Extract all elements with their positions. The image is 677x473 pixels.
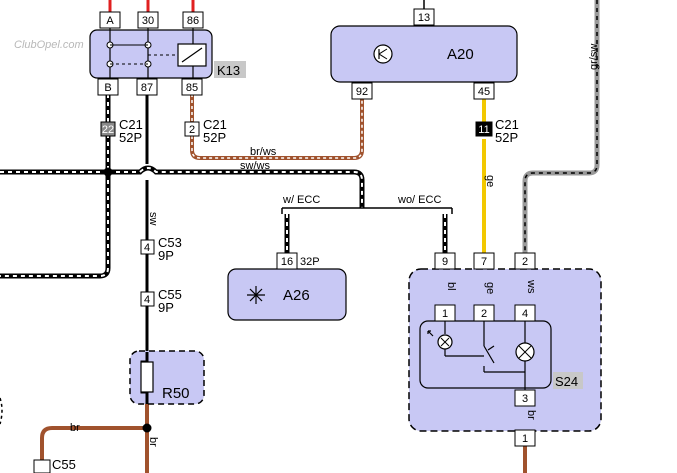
red-wires <box>108 0 195 12</box>
c21-left-name: C21 <box>119 117 143 132</box>
label-ge: ge <box>484 175 496 187</box>
relay-k13 <box>89 28 213 80</box>
relay-pin-87: 87 <box>141 82 153 94</box>
s24-inner-pin-4: 4 <box>522 308 528 320</box>
label-bl: bl <box>445 282 457 291</box>
resistor-r50: R50 <box>129 350 205 405</box>
label-br: br <box>70 422 80 434</box>
s24-pins-inner: 1 2 4 <box>434 304 536 322</box>
label-sw-ws: sw/ws <box>240 160 270 172</box>
connector-c53: 4 C53 9P <box>140 235 182 263</box>
c53-pin: 4 <box>144 242 150 254</box>
r50-name: R50 <box>162 385 190 402</box>
c53-size: 9P <box>158 248 174 263</box>
s24-pin-7: 7 <box>481 256 487 268</box>
wire-br-r50 <box>40 404 149 473</box>
c21-left-size: 52P <box>119 130 142 145</box>
c21-mid-pin: 2 <box>189 124 195 136</box>
relay-name: K13 <box>217 63 240 78</box>
junction-dot <box>103 167 113 177</box>
label-with-ecc: w/ ECC <box>282 194 320 206</box>
s24-inner-pin-1: 1 <box>442 308 448 320</box>
relay-pin-a: A <box>106 15 114 27</box>
ecc-split <box>281 207 453 253</box>
c21-left-pin: 22 <box>102 124 114 136</box>
wire-gr-sw <box>522 0 600 253</box>
connector-c55: 4 C55 9P <box>140 287 182 315</box>
relay-pins-top: A 30 86 <box>99 11 204 29</box>
c55-size: 9P <box>158 300 174 315</box>
c55-pin: 4 <box>144 294 150 306</box>
antenna-icon <box>247 286 265 304</box>
c21-right-size: 52P <box>495 130 518 145</box>
connector-c21-left: 22 C21 52P <box>100 117 143 145</box>
relay-pin-30: 30 <box>142 15 154 27</box>
relay-pin-85: 85 <box>186 82 198 94</box>
relay-pin-86: 86 <box>187 15 199 27</box>
s24-pin-2: 2 <box>522 256 528 268</box>
s24-name: S24 <box>555 374 578 389</box>
s24-pin-1: 1 <box>522 433 528 445</box>
c21-right-name: C21 <box>495 117 519 132</box>
relay-pin-b: B <box>104 82 111 94</box>
transistor-icon <box>373 44 393 64</box>
label-sw: sw <box>147 212 159 226</box>
c55-name: C55 <box>158 287 182 302</box>
s24-pin-9: 9 <box>442 256 448 268</box>
a20-pin-13: 13 <box>418 12 430 24</box>
switch-contact-icon <box>483 345 495 364</box>
wire-br-ws <box>190 94 364 160</box>
wire-relay-b-sw-ws <box>0 94 111 279</box>
c53-name: C53 <box>158 235 182 250</box>
module-a20: A20 <box>330 25 518 83</box>
c55-bottom-name: C55 <box>52 457 76 472</box>
label-br-s24: br <box>525 410 537 420</box>
a26-name: A26 <box>283 287 310 304</box>
label-ws: ws <box>525 279 537 294</box>
relay-label-bg <box>214 61 246 78</box>
junction-dot-br <box>142 423 152 433</box>
a26-pin: 16 <box>281 256 293 268</box>
connector-c55-bottom: C55 <box>33 457 76 473</box>
c21-mid-name: C21 <box>203 117 227 132</box>
a20-pin-92: 92 <box>356 86 368 98</box>
label-br-ws: br/ws <box>250 146 277 158</box>
label-br-r50: br <box>147 437 159 447</box>
switch-s24: S24 <box>408 268 602 432</box>
c21-right-pin: 11 <box>478 124 489 136</box>
label-without-ecc: wo/ ECC <box>397 194 441 206</box>
a20-pin-45: 45 <box>478 86 490 98</box>
s24-label-bg <box>553 372 583 389</box>
label-ge-s24: ge <box>484 282 496 294</box>
wire-sw-ws <box>0 165 365 208</box>
c21-mid-size: 52P <box>203 130 226 145</box>
s24-pin-3: 3 <box>522 393 528 405</box>
relay-pins-bottom: B 87 85 <box>97 78 203 96</box>
module-a26: A26 <box>227 268 347 321</box>
a20-name: A20 <box>447 46 474 63</box>
connector-c21-right: 11 C21 52P <box>475 117 519 145</box>
s24-pins-in: 9 7 2 <box>434 252 536 270</box>
label-gr-sw: gr/sw <box>588 44 600 70</box>
connector-c21-mid: 2 C21 52P <box>184 117 227 145</box>
s24-inner-pin-2: 2 <box>481 308 487 320</box>
a26-conn: 32P <box>300 256 320 268</box>
watermark-text: ClubOpel.com <box>14 39 84 51</box>
